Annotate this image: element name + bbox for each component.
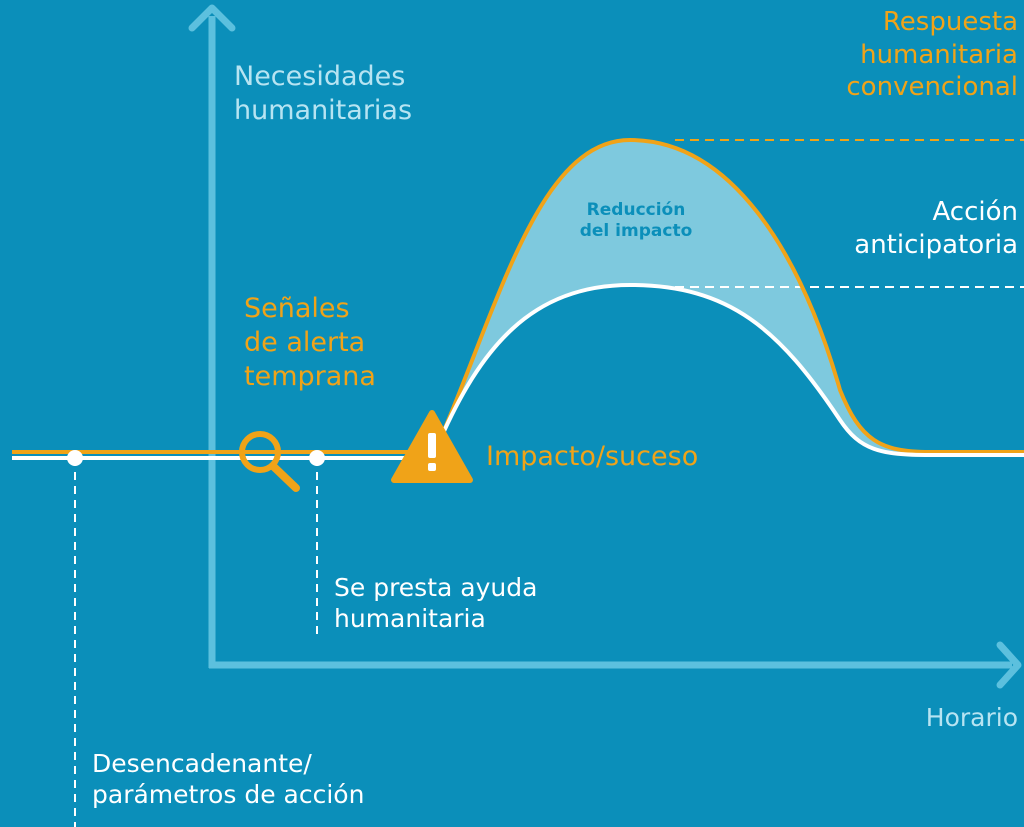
y-axis-label-line-2: humanitarias [234, 94, 413, 126]
x-axis-arrowhead [996, 641, 1022, 689]
x-axis-label: Horario [925, 703, 1018, 732]
impact-reduction-label: Reducción del impacto [566, 200, 706, 243]
aid-delivered-line-1: Se presta ayuda [334, 573, 538, 602]
impact-event-label: Impacto/suceso [486, 441, 699, 472]
y-axis-label: Necesidades humanitarias [234, 60, 412, 128]
conventional-response-curve [438, 137, 1024, 454]
impact-reduction-line-1: Reducción [586, 200, 686, 220]
trigger-dot [67, 450, 83, 466]
aid-delivered-label: Se presta ayuda humanitaria [334, 572, 537, 635]
conventional-response-line-2: humanitaria [860, 39, 1018, 70]
y-axis-arrowhead [188, 4, 236, 32]
aid-delivered-line-2: humanitaria [334, 604, 486, 634]
impact-reduction-area [440, 140, 1024, 455]
aid-dot [309, 450, 325, 466]
anticipatory-action-curve [438, 282, 1024, 457]
y-axis-label-line-1: Necesidades [234, 61, 406, 92]
impact-reduction-line-2: del impacto [579, 221, 693, 242]
trigger-line-1: Desencadenante/ [92, 749, 312, 778]
trigger-label: Desencadenante/ parámetros de acción [92, 748, 364, 811]
early-warning-line-2: de alerta [244, 326, 366, 358]
early-warning-label: Señales de alerta temprana [244, 292, 376, 393]
trigger-line-2: parámetros de acción [92, 780, 365, 810]
early-warning-line-3: temprana [244, 360, 376, 392]
anticipatory-action-line-2: anticipatoria [854, 229, 1018, 260]
warning-triangle-icon [391, 410, 473, 483]
early-warning-line-1: Señales [244, 293, 350, 324]
axes [188, 4, 1022, 689]
conventional-response-label: Respuesta humanitaria convencional [846, 6, 1018, 104]
anticipatory-action-label: Acción anticipatoria [854, 196, 1018, 261]
magnifier-icon [239, 431, 300, 492]
conventional-response-line-3: convencional [846, 72, 1018, 102]
anticipatory-action-line-1: Acción [932, 197, 1018, 227]
conventional-response-line-1: Respuesta [882, 7, 1018, 37]
